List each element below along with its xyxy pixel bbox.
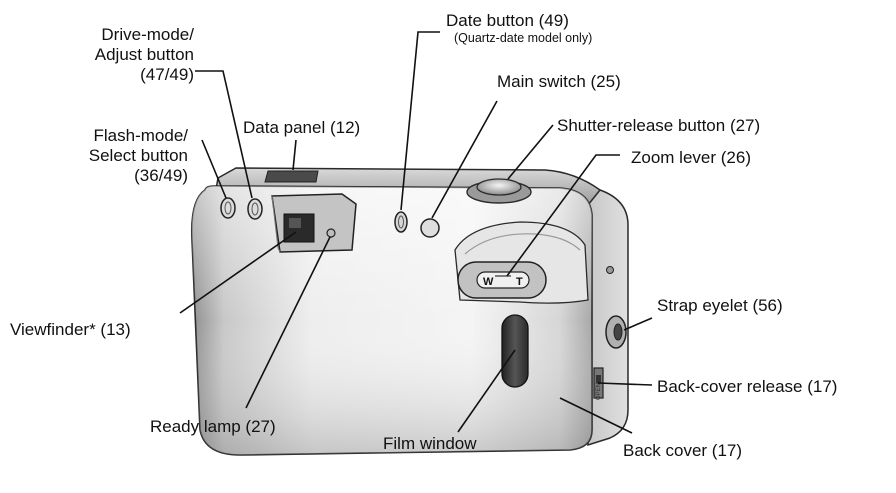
camera-side-face (557, 173, 629, 447)
leader-drive-mode (195, 70, 253, 199)
main-switch (420, 218, 440, 238)
open-mark: OPEN (596, 383, 602, 400)
shutter-release-button (476, 178, 522, 196)
label-viewfinder: Viewfinder* (13) (10, 320, 131, 339)
label-drive-mode: Drive-mode/ Adjust button (47/49) (94, 25, 194, 84)
label-back-cover: Back cover (17) (623, 441, 743, 460)
zoom-wide-mark: W (483, 276, 494, 288)
leader-data-panel (292, 139, 297, 171)
zoom-tele-mark: T (516, 276, 523, 288)
side-screw (606, 266, 614, 274)
label-date-note: (Quartz-date model only) (454, 31, 593, 45)
leader-shutter (507, 124, 554, 180)
date-button (394, 211, 408, 233)
label-zoom-lever: Zoom lever (26) (631, 148, 751, 167)
label-back-cover-release: Back-cover release (17) (657, 377, 838, 396)
data-panel (264, 170, 319, 183)
label-ready-lamp: Ready lamp (27) (150, 417, 276, 436)
leader-date-button (400, 31, 440, 211)
leader-lines (179, 31, 653, 434)
flash-mode-button (220, 197, 236, 219)
leader-main-switch (431, 100, 498, 219)
leader-zoom-lever (506, 154, 620, 277)
label-strap-eyelet: Strap eyelet (56) (657, 296, 783, 315)
leader-back-cover (559, 397, 633, 434)
ready-lamp (326, 228, 336, 238)
label-date-button: Date button (49) (446, 11, 569, 30)
label-shutter-release: Shutter-release button (27) (557, 116, 761, 135)
label-flash-mode: Flash-mode/ Select button (36/49) (88, 126, 188, 185)
drive-mode-button (247, 198, 263, 220)
leader-flash-mode (201, 139, 227, 199)
zoom-lever (476, 271, 530, 289)
label-main-switch: Main switch (25) (497, 72, 621, 91)
leader-back-cover-release (597, 382, 653, 386)
label-film-window: Film window (383, 434, 477, 453)
label-data-panel: Data panel (12) (243, 118, 361, 137)
leader-film-window (457, 349, 516, 433)
leader-viewfinder (179, 231, 297, 314)
leader-ready-lamp (245, 236, 331, 409)
leader-strap-eyelet (623, 317, 653, 331)
